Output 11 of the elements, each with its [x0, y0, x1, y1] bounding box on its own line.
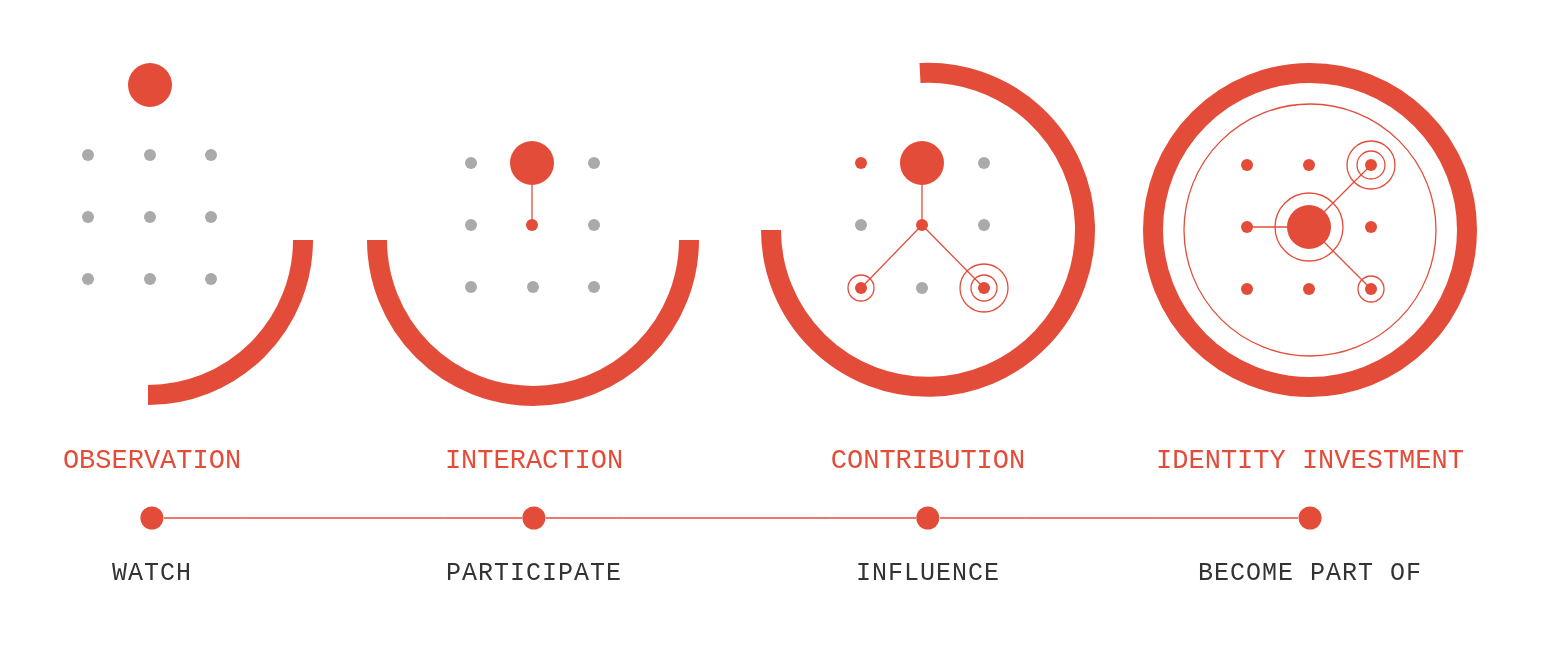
stage-verb: INFLUENCE	[856, 558, 1000, 590]
stage-title: CONTRIBUTION	[830, 445, 1026, 478]
stage-title: INTERACTION	[444, 445, 624, 478]
stage-title: OBSERVATION	[62, 445, 242, 478]
stage-verb: WATCH	[112, 558, 192, 590]
stage-verb: BECOME PART OF	[1198, 558, 1422, 590]
connector-line	[1024, 517, 1157, 519]
stage-title: IDENTITY INVESTMENT	[1156, 445, 1464, 478]
stage-verb: PARTICIPATE	[446, 558, 622, 590]
connector-line	[622, 517, 832, 519]
connector-line	[240, 517, 446, 519]
